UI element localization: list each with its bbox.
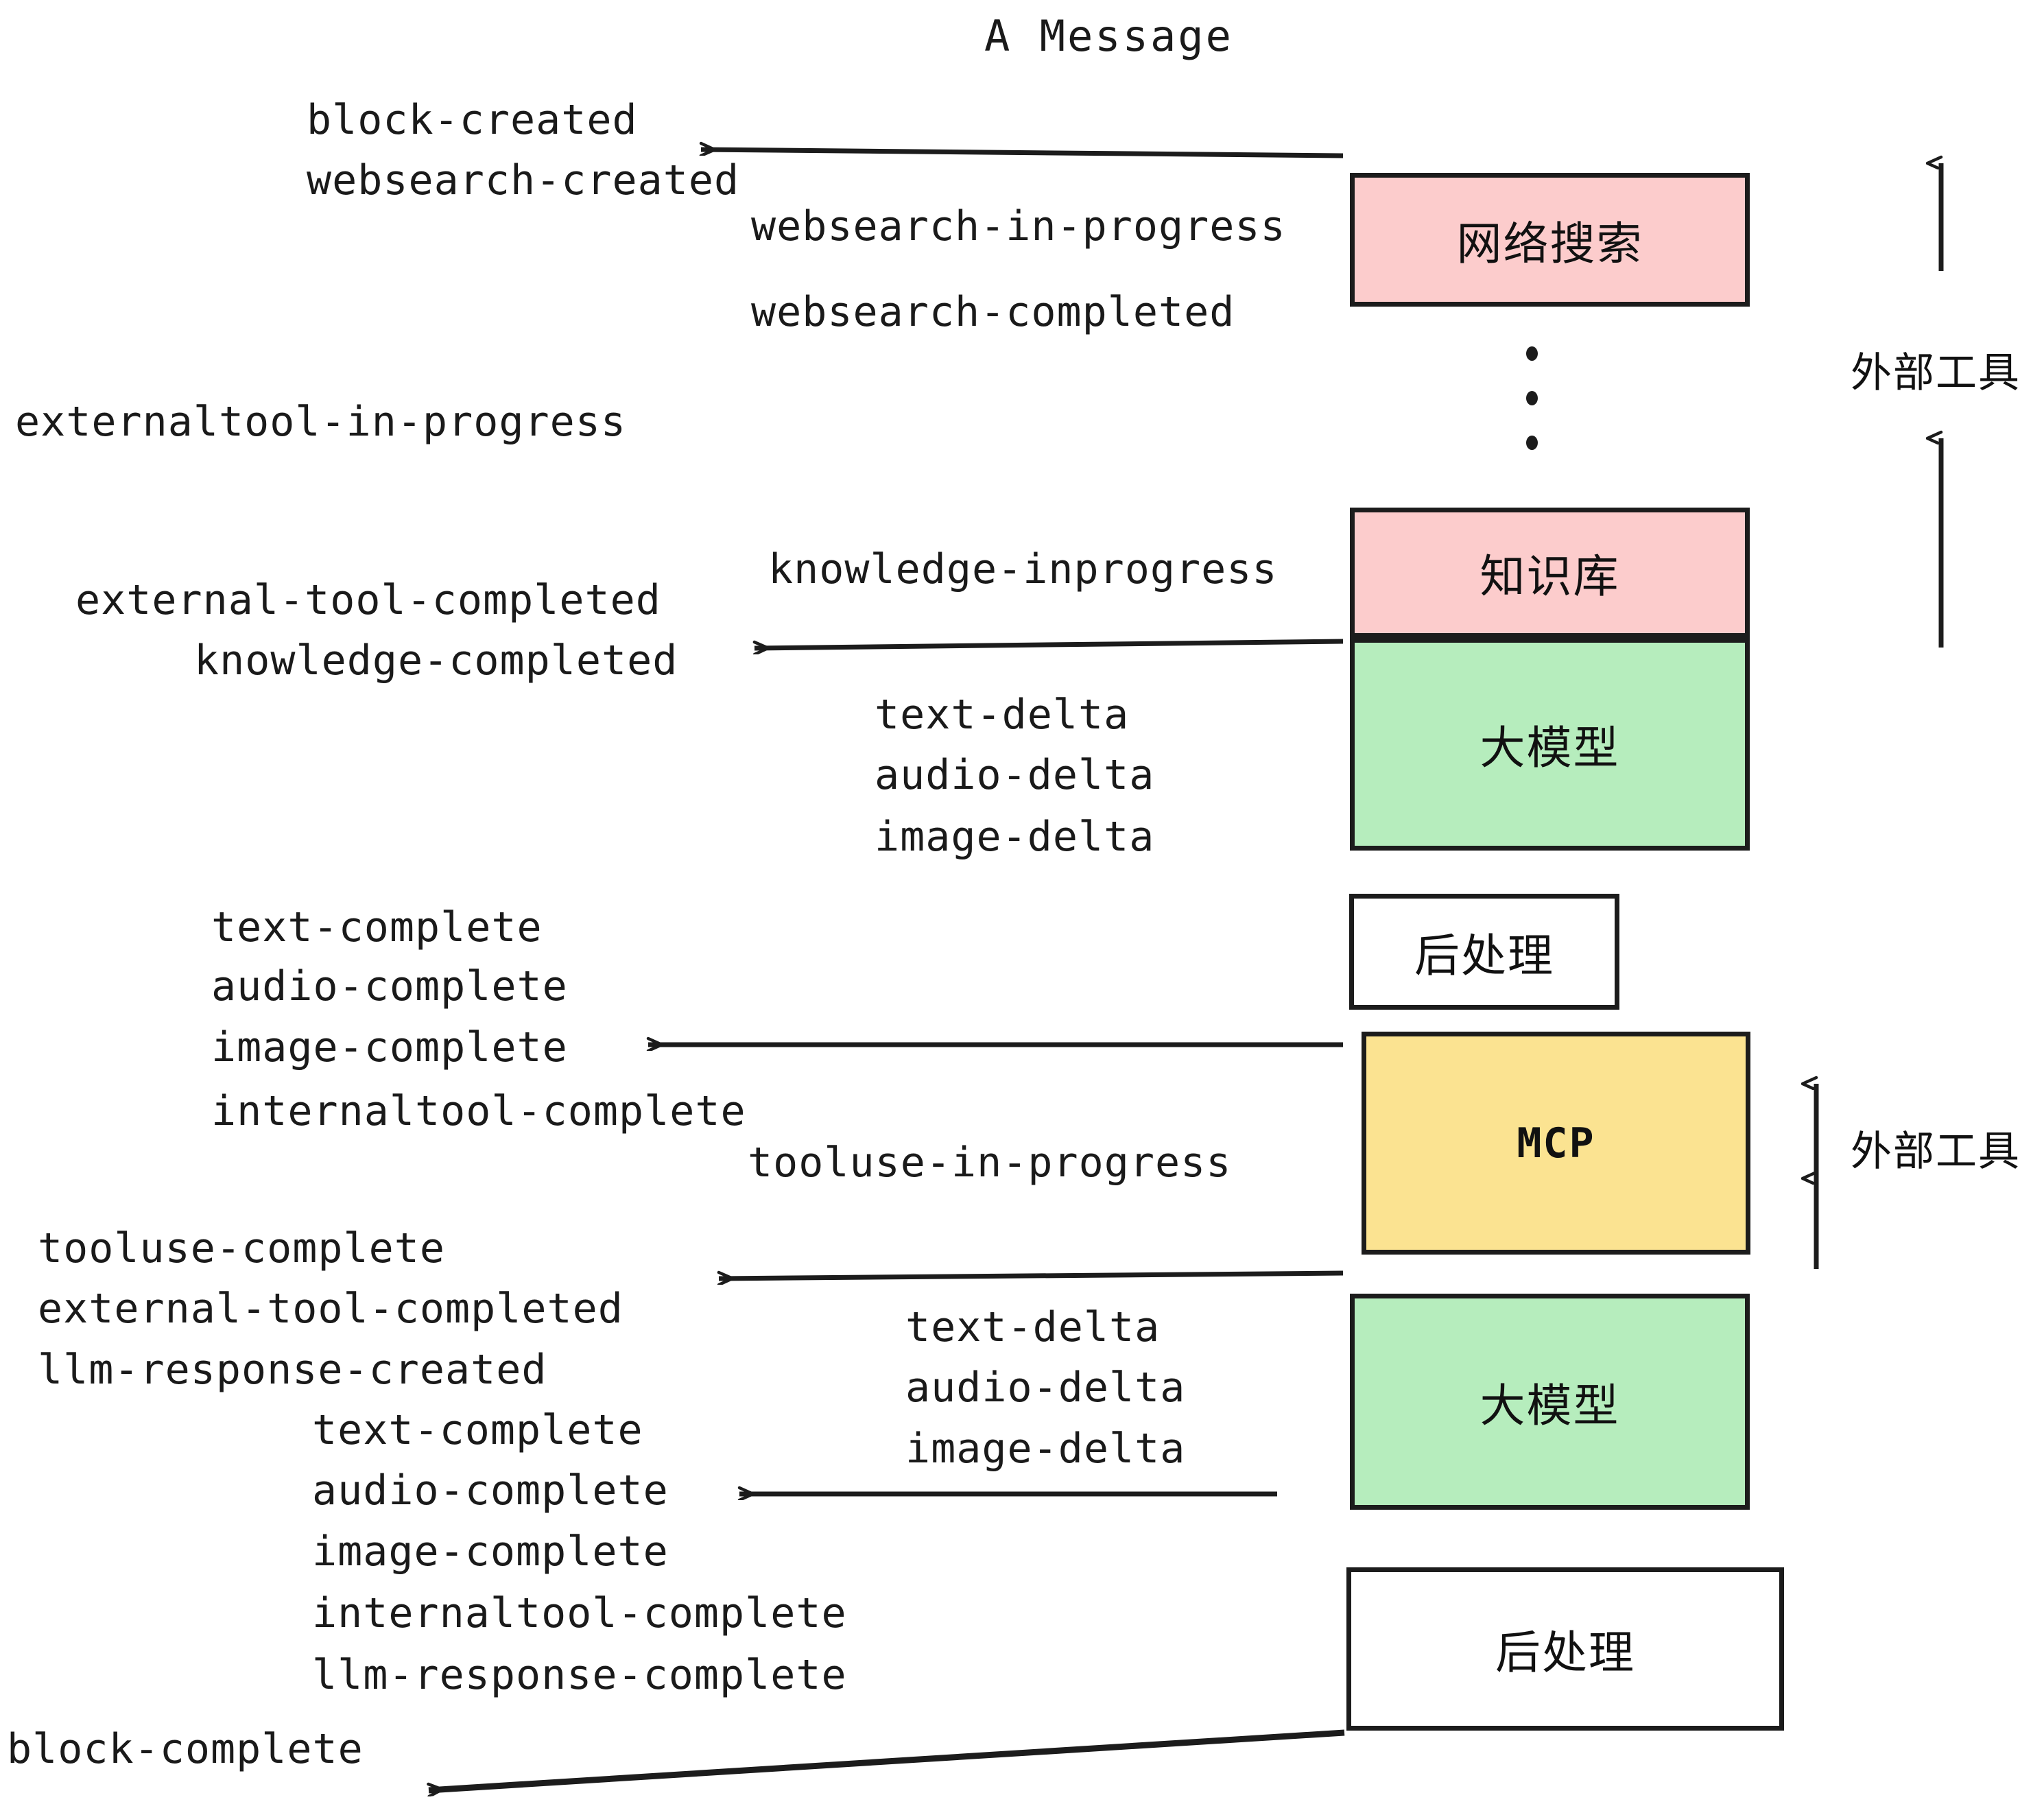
- event-external-tool-completed-1: external-tool-completed: [75, 576, 661, 624]
- event-websearch-completed: websearch-completed: [751, 288, 1235, 336]
- box-llm-1[interactable]: 大模型: [1350, 638, 1750, 851]
- event-text-complete-2: text-complete: [312, 1406, 643, 1454]
- arrow-postprocess2-to-block-complete: [429, 1729, 1345, 1790]
- event-tooluse-in-progress: tooluse-in-progress: [748, 1139, 1232, 1187]
- arrow-websearch-to-block-created: [701, 150, 1344, 158]
- box-postprocess-1-label: 后处理: [1414, 929, 1554, 982]
- box-llm-2[interactable]: 大模型: [1350, 1294, 1750, 1510]
- event-block-complete: block-complete: [7, 1725, 364, 1773]
- box-knowledge-label: 知识库: [1479, 550, 1620, 603]
- event-image-delta-1: image-delta: [875, 813, 1155, 861]
- box-mcp-label: MCP: [1517, 1119, 1595, 1167]
- event-audio-delta-2: audio-delta: [905, 1364, 1186, 1412]
- event-image-complete-1: image-complete: [211, 1023, 568, 1071]
- box-postprocess-2[interactable]: 后处理: [1346, 1567, 1784, 1731]
- event-text-complete-1: text-complete: [211, 903, 543, 951]
- event-image-complete-2: image-complete: [312, 1528, 669, 1576]
- diagram-title: A Message: [984, 11, 1233, 61]
- event-image-delta-2: image-delta: [905, 1425, 1186, 1473]
- box-websearch-label: 网络搜索: [1456, 217, 1643, 270]
- arrow-knowledge-to-completed: [754, 639, 1344, 648]
- event-audio-delta-1: audio-delta: [875, 751, 1155, 799]
- event-knowledge-completed: knowledge-completed: [194, 637, 678, 685]
- box-llm-2-label: 大模型: [1479, 1379, 1620, 1432]
- event-websearch-in-progress: websearch-in-progress: [751, 202, 1286, 250]
- box-websearch[interactable]: 网络搜索: [1350, 173, 1750, 307]
- event-external-tool-completed-2: external-tool-completed: [38, 1285, 623, 1333]
- box-postprocess-2-label: 后处理: [1495, 1626, 1635, 1679]
- event-block-created: block-created: [307, 96, 638, 144]
- ellipsis-dots: [1526, 346, 1538, 480]
- event-text-delta-1: text-delta: [875, 691, 1130, 739]
- event-audio-complete-2: audio-complete: [312, 1467, 669, 1515]
- event-knowledge-inprogress: knowledge-inprogress: [768, 545, 1278, 593]
- event-text-delta-2: text-delta: [905, 1303, 1161, 1351]
- event-llm-response-created: llm-response-created: [38, 1346, 547, 1394]
- box-knowledge[interactable]: 知识库: [1350, 508, 1750, 638]
- event-internaltool-complete-1: internaltool-complete: [211, 1087, 746, 1135]
- side-label-external-tool-top: 外部工具: [1851, 349, 2021, 397]
- box-mcp[interactable]: MCP: [1362, 1032, 1750, 1255]
- event-llm-response-complete: llm-response-complete: [312, 1651, 847, 1699]
- event-externaltool-in-progress: externaltool-in-progress: [15, 398, 626, 446]
- box-llm-1-label: 大模型: [1479, 722, 1620, 774]
- arrow-mcp-to-tooluse-complete: [719, 1270, 1344, 1279]
- event-tooluse-complete: tooluse-complete: [38, 1224, 445, 1272]
- box-postprocess-1[interactable]: 后处理: [1349, 894, 1619, 1010]
- event-websearch-created: websearch-created: [307, 156, 740, 204]
- side-label-external-tool-bottom: 外部工具: [1851, 1128, 2021, 1176]
- event-audio-complete-1: audio-complete: [211, 962, 568, 1010]
- event-internaltool-complete-2: internaltool-complete: [312, 1589, 847, 1637]
